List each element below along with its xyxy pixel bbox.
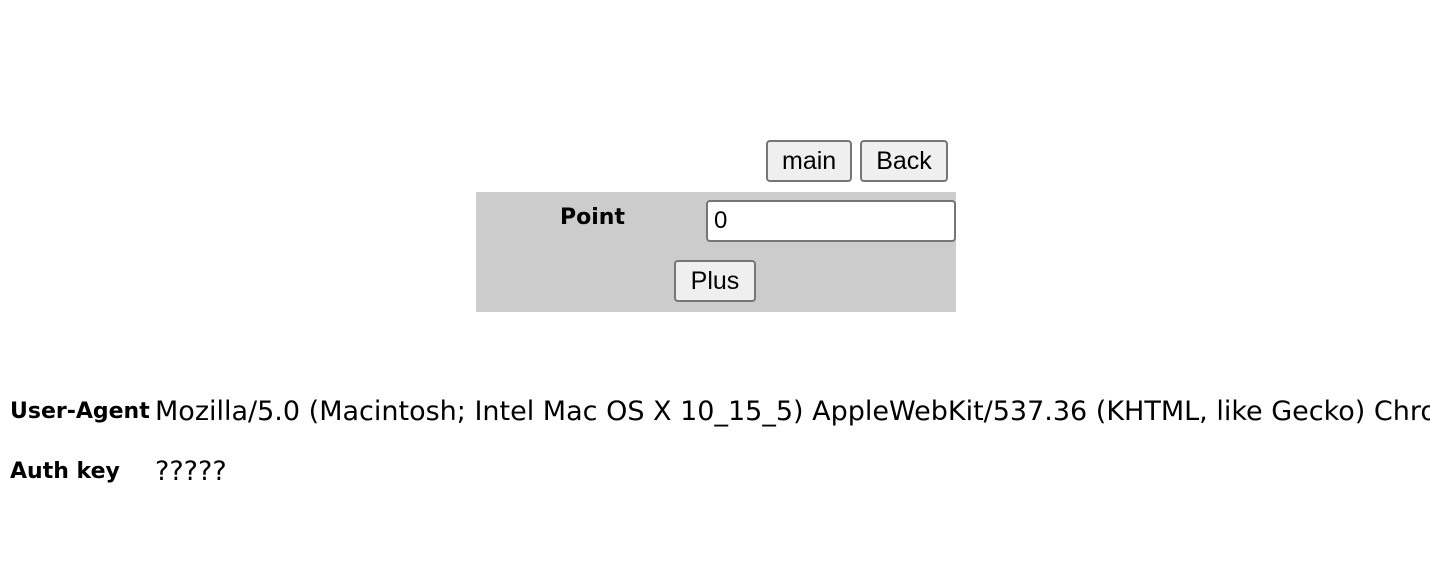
auth-key-label: Auth key [10, 459, 120, 484]
plus-button[interactable]: Plus [674, 260, 756, 302]
point-label: Point [560, 205, 625, 230]
user-agent-row: User-Agent Mozilla/5.0 (Macintosh; Intel… [10, 396, 1430, 427]
auth-key-value: ????? [155, 456, 227, 487]
user-agent-label: User-Agent [10, 399, 150, 424]
user-agent-value: Mozilla/5.0 (Macintosh; Intel Mac OS X 1… [155, 396, 1430, 427]
nav-buttons: main Back [766, 140, 948, 182]
point-form-panel: Point Plus [476, 192, 956, 312]
auth-key-row: Auth key ????? [10, 456, 227, 487]
back-button[interactable]: Back [860, 140, 948, 182]
point-input[interactable] [706, 200, 956, 242]
main-button[interactable]: main [766, 140, 853, 182]
